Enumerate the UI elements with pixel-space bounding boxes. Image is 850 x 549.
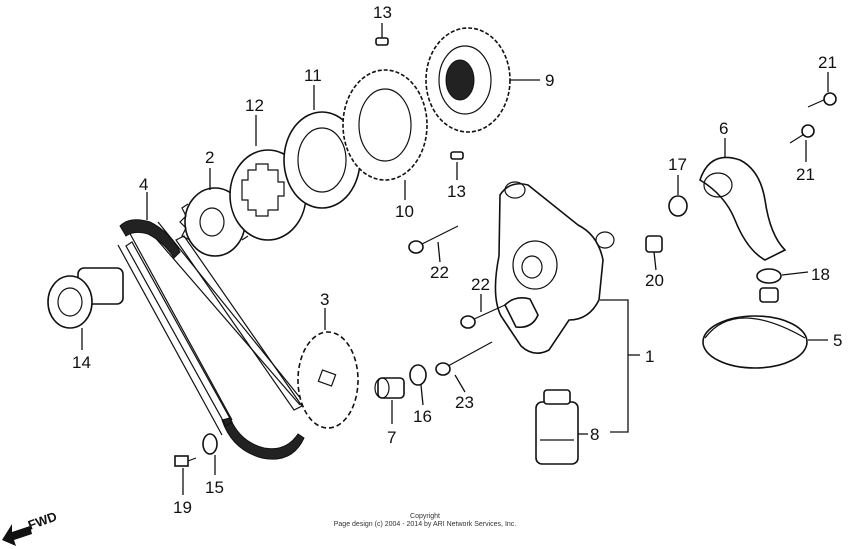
label-19: 19: [173, 498, 192, 517]
label-18: 18: [811, 265, 830, 284]
pump-drive-collar: [47, 267, 124, 329]
driven-gear-10: [342, 69, 428, 181]
washer-16: [409, 364, 427, 386]
dowel-pin-20: [645, 235, 663, 253]
label-7: 7: [387, 428, 396, 447]
oil-pump-assembly: [494, 181, 615, 354]
label-8: 8: [590, 425, 599, 444]
bolt-22-upper: [408, 225, 459, 254]
bolt-22-lower: [460, 304, 506, 329]
label-15: 15: [205, 478, 224, 497]
oil-strainer-screen: [702, 287, 808, 369]
label-17: 17: [668, 155, 687, 174]
leader-lines: [81, 23, 829, 495]
label-22-upper: 22: [430, 263, 449, 282]
label-3: 3: [320, 290, 329, 309]
label-22-lower: 22: [471, 275, 490, 294]
part-labels: 1 2 3 4 5 6 7 8 9 10 11 12 13 13 14 15 1…: [72, 3, 842, 517]
driven-sprocket: [297, 331, 359, 429]
label-1: 1: [645, 347, 654, 366]
label-13-lower: 13: [447, 182, 466, 201]
label-16: 16: [413, 407, 432, 426]
fwd-label: FWD: [26, 509, 59, 533]
label-2: 2: [205, 148, 214, 167]
o-ring-17: [668, 195, 688, 217]
label-12: 12: [245, 96, 264, 115]
bolt-21-upper: [807, 92, 837, 108]
collar-7: [374, 377, 405, 399]
label-21-upper: 21: [818, 53, 837, 72]
oil-pump-chain: [117, 219, 311, 460]
fwd-arrow-icon: FWD: [2, 509, 59, 546]
label-6: 6: [719, 119, 728, 138]
oil-pipe: [699, 156, 787, 261]
copyright-line-2: Page design (c) 2004 - 2014 by ARI Netwo…: [334, 521, 517, 528]
bolt-21-lower: [789, 124, 815, 144]
dowel-pin-lower: [450, 151, 464, 160]
label-20: 20: [645, 271, 664, 290]
label-9: 9: [545, 71, 554, 90]
label-11: 11: [304, 66, 322, 85]
washer-15: [202, 433, 218, 455]
label-23: 23: [455, 393, 474, 412]
bolt-19: [174, 455, 197, 467]
o-ring-18: [756, 268, 782, 284]
dowel-pin-top: [375, 37, 389, 46]
label-13-top: 13: [373, 3, 392, 22]
oil-strainer: [535, 389, 579, 465]
label-21-lower: 21: [796, 165, 815, 184]
bolt-23: [435, 341, 493, 376]
primary-driven-gear: [425, 27, 511, 133]
label-10: 10: [395, 202, 414, 221]
label-5: 5: [833, 331, 842, 350]
label-4: 4: [139, 175, 148, 194]
copyright-line-1: Copyright: [410, 513, 440, 520]
label-14: 14: [72, 353, 91, 372]
